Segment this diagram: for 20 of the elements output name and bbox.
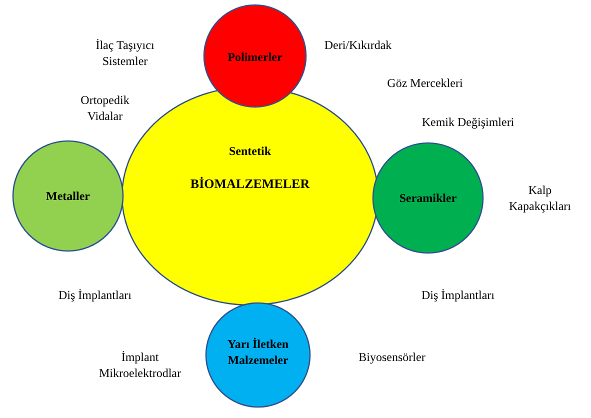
node-label: Seramikler	[398, 191, 458, 207]
node-label: BİOMALZEMELER	[189, 176, 311, 194]
circle-node	[372, 142, 484, 254]
circle-node	[12, 140, 124, 252]
node-label: Polimerler	[226, 50, 284, 66]
application-label: Diş İmplantları	[420, 287, 496, 304]
application-label: Kalp Kapakçıkları	[508, 182, 572, 214]
application-label: Biyosensörler	[358, 349, 426, 366]
application-label: Deri/Kıkırdak	[323, 37, 393, 54]
node-label: Metaller	[45, 189, 91, 205]
application-label: Ortopedik Vidalar	[80, 92, 130, 124]
application-label: İmplant Mikroelektrodlar	[98, 349, 182, 382]
node-label: Yarı İletken Malzemeler	[226, 337, 290, 368]
application-label: Kemik Değişimleri	[420, 114, 516, 130]
application-label: Göz Mercekleri	[386, 75, 464, 92]
node-label: Sentetik	[228, 144, 272, 160]
circle-node	[205, 302, 311, 408]
application-label: Diş İmplantları	[58, 287, 132, 304]
application-label: İlaç Taşıyıcı Sistemler	[94, 37, 156, 70]
circle-node	[203, 4, 307, 108]
